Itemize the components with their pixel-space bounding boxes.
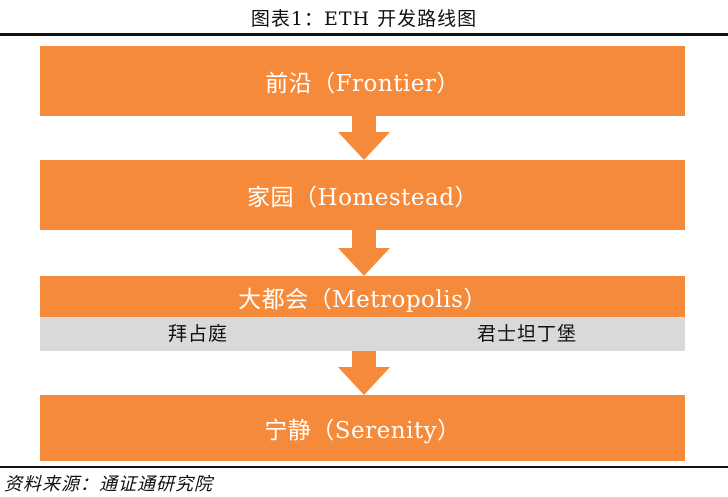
stage-label-homestead: 家园（Homestead）: [247, 185, 478, 211]
bottom-rule: [0, 466, 728, 468]
stage-box-homestead: 家园（Homestead）: [40, 160, 685, 230]
stage-box-serenity: 宁静（Serenity）: [40, 395, 685, 461]
top-rule: [0, 33, 728, 36]
phase-label-constantinople: 君士坦丁堡: [476, 323, 577, 345]
stage-label-metropolis: 大都会（Metropolis）: [238, 286, 487, 313]
source-note: 资料来源：通证通研究院: [4, 474, 213, 495]
down-arrow-icon: [338, 116, 390, 160]
stage-label-frontier: 前沿（Frontier）: [265, 71, 460, 97]
stage-box-frontier: 前沿（Frontier）: [40, 46, 685, 116]
phase-label-byzantium: 拜占庭: [168, 323, 229, 345]
metropolis-phase-bar: 拜占庭 君士坦丁堡: [40, 317, 685, 351]
figure-title: 图表1：ETH 开发路线图: [250, 8, 478, 30]
down-arrow-icon: [338, 351, 390, 395]
down-arrow-icon: [338, 230, 390, 276]
stage-label-serenity: 宁静（Serenity）: [264, 418, 461, 444]
stage-box-metropolis: 大都会（Metropolis）: [40, 276, 685, 317]
